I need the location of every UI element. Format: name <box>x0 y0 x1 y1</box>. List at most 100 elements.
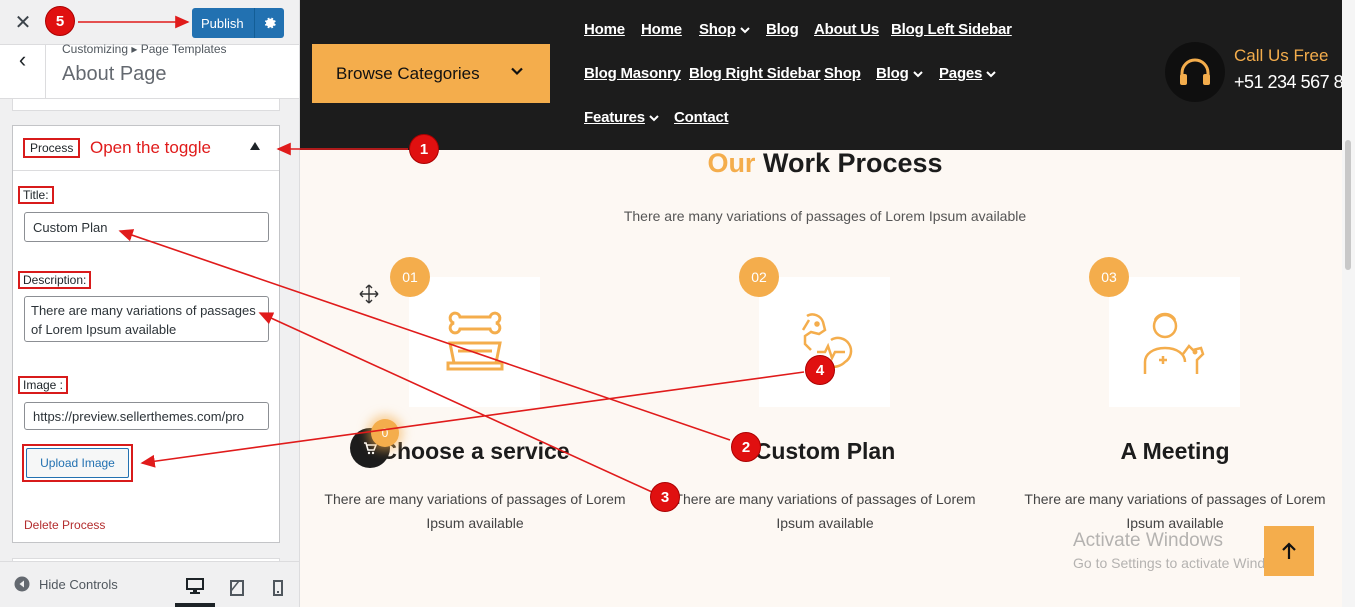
nav-item-pages[interactable]: Pages <box>939 65 996 82</box>
chevron-left-icon: ‹ <box>18 47 27 72</box>
card-title: A Meeting <box>1120 438 1230 464</box>
nav-label: Blog Right Sidebar <box>689 65 821 82</box>
publish-settings-button[interactable] <box>254 8 284 38</box>
title-label: Title: <box>18 186 54 204</box>
nav-item-blog-right-sidebar[interactable]: Blog Right Sidebar <box>689 65 821 82</box>
image-label: Image : <box>18 376 69 394</box>
chevron-down-icon <box>511 67 523 76</box>
publish-label: Publish <box>201 16 244 31</box>
process-toggle[interactable]: Process <box>13 126 279 171</box>
site-header: Browse Categories Home Home Shop Blog Ab… <box>300 0 1355 150</box>
nav-label: Blog <box>766 21 799 38</box>
nav-item-contact[interactable]: Contact <box>674 109 729 126</box>
nav-label: Blog Left Sidebar <box>891 21 1012 38</box>
section-title-bar: ‹ Customizing ▸ Page Templates About Pag… <box>0 42 299 99</box>
close-icon: ✕ <box>14 12 32 34</box>
nav-item-blog[interactable]: Blog <box>766 21 799 38</box>
toggle-up-icon[interactable] <box>250 142 260 150</box>
customizer-footer: Hide Controls <box>0 561 299 607</box>
tablet-icon <box>230 580 244 596</box>
back-button[interactable]: ‹ <box>0 45 46 99</box>
preview-scrollbar[interactable] <box>1342 0 1355 607</box>
card-image-custom-plan <box>759 277 890 407</box>
heading-accent: Our <box>707 148 756 178</box>
nav-item-blog-masonry[interactable]: Blog Masonry <box>584 65 681 82</box>
upload-image-button[interactable]: Upload Image <box>22 444 133 482</box>
hide-controls-label: Hide Controls <box>39 576 118 592</box>
cart-count-badge: 0 <box>371 419 399 447</box>
nav-item-blog-2[interactable]: Blog <box>876 65 923 82</box>
gear-icon <box>264 17 276 29</box>
step-badge-5: 5 <box>45 6 75 36</box>
step-badge-4: 4 <box>805 355 835 385</box>
customizer-sidebar: ✕ Publish ‹ Customizing ▸ Page Templates… <box>0 0 300 607</box>
nav-label: Pages <box>939 65 983 82</box>
breadcrumb: Customizing ▸ Page Templates <box>62 42 227 56</box>
scrollbar-thumb[interactable] <box>1345 140 1351 270</box>
collapse-left-icon <box>14 576 30 592</box>
delete-process-link[interactable]: Delete Process <box>24 518 106 532</box>
page-title: About Page <box>62 63 167 85</box>
upload-image-label: Upload Image <box>26 448 129 478</box>
nav-label: Home <box>641 21 682 38</box>
dog-bowl-icon <box>446 311 503 371</box>
nav-item-home-2[interactable]: Home <box>641 21 682 38</box>
nav-label: Shop <box>699 21 736 38</box>
desktop-preview-button[interactable] <box>175 569 215 607</box>
activate-windows-subtitle: Go to Settings to activate Windows. <box>1073 555 1294 571</box>
close-customizer-button[interactable]: ✕ <box>10 10 36 36</box>
card-image-choose-service <box>409 277 540 407</box>
process-section-label: Process <box>23 138 81 158</box>
process-panel: Process Title: Description: There are ma… <box>12 125 280 543</box>
step-badge-3: 3 <box>650 482 680 512</box>
section-subheading: There are many variations of passages of… <box>623 208 1027 224</box>
browse-categories-button[interactable]: Browse Categories <box>312 44 550 103</box>
nav-item-shop-2[interactable]: Shop <box>824 65 861 82</box>
image-url-input[interactable] <box>24 402 269 430</box>
card-number: 03 <box>1089 257 1129 297</box>
card-description: There are many variations of passages of… <box>324 491 626 531</box>
site-preview: Browse Categories Home Home Shop Blog Ab… <box>300 0 1355 607</box>
nav-label: About Us <box>814 21 880 38</box>
nav-item-about-us[interactable]: About Us <box>814 21 879 38</box>
nav-label: Blog Masonry <box>584 65 681 82</box>
card-description: There are many variations of passages of… <box>674 491 976 531</box>
arrow-up-icon <box>1282 542 1296 559</box>
description-label: Description: <box>18 271 92 289</box>
previous-panel <box>12 99 280 111</box>
toggle-hint: Open the toggle <box>90 138 211 157</box>
nav-item-features[interactable]: Features <box>584 109 659 126</box>
desktop-icon <box>186 578 204 594</box>
title-input[interactable] <box>24 212 269 242</box>
card-number: 01 <box>390 257 430 297</box>
heading-rest: Work Process <box>762 148 943 178</box>
publish-button[interactable]: Publish <box>192 8 284 38</box>
mobile-preview-button[interactable] <box>258 569 298 607</box>
nav-label: Shop <box>824 65 861 82</box>
hide-controls-button[interactable]: Hide Controls <box>14 576 118 592</box>
nav-item-blog-left-sidebar[interactable]: Blog Left Sidebar <box>891 21 1012 38</box>
chevron-down-icon <box>986 70 996 77</box>
nav-label: Features <box>584 109 645 126</box>
step-badge-2: 2 <box>731 432 761 462</box>
card-title: Custom Plan <box>754 438 896 464</box>
browse-categories-label: Browse Categories <box>336 64 480 83</box>
call-badge <box>1165 42 1225 102</box>
dog-heartbeat-icon <box>801 313 852 369</box>
nav-item-shop[interactable]: Shop <box>699 21 750 38</box>
move-cursor-icon <box>359 284 379 304</box>
mobile-icon <box>273 580 283 596</box>
chevron-down-icon <box>649 114 659 121</box>
nav-label: Home <box>584 21 625 38</box>
scroll-to-top-button[interactable] <box>1264 526 1314 576</box>
chevron-down-icon <box>912 70 923 77</box>
description-textarea[interactable]: There are many variations of passages of… <box>24 296 269 342</box>
call-phone[interactable]: +51 234 567 89 <box>1234 72 1353 92</box>
tablet-preview-button[interactable] <box>217 569 257 607</box>
call-title: Call Us Free <box>1234 46 1329 65</box>
section-heading: Our Work Process <box>300 148 1350 179</box>
chevron-down-icon <box>739 26 750 33</box>
nav-item-home[interactable]: Home <box>584 21 625 38</box>
nav-label: Contact <box>674 109 729 126</box>
vet-with-dog-icon <box>1143 312 1204 374</box>
